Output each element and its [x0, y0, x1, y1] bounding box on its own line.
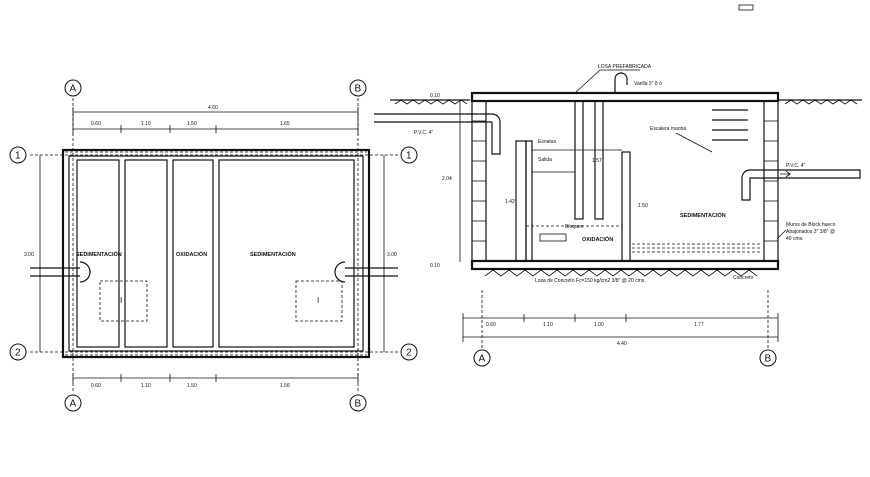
section-bottom-seg-1: 0.60 — [486, 322, 496, 328]
svg-text:2: 2 — [406, 348, 412, 359]
label-bloqueo: Bloqueo — [565, 224, 584, 230]
label-losa-prefabricada: LOSA PREFABRICADA — [598, 64, 652, 70]
label-escalera: Escalera marina — [650, 126, 686, 132]
svg-text:B: B — [355, 399, 362, 410]
plan-bottom-seg-1: 0.60 — [91, 383, 101, 389]
svg-text:A: A — [479, 354, 486, 365]
grid-bubble-a-top: A — [64, 79, 82, 97]
corner-mark — [738, 4, 754, 11]
manhole-left — [99, 280, 148, 322]
grid-bubble-b-top: B — [349, 79, 367, 97]
label-salida: Salida — [538, 157, 552, 163]
manhole-mark-left: I — [120, 296, 122, 305]
plan-label-oxidacion: OXIDACIÓN — [176, 250, 207, 258]
label-oxidacion: OXIDACIÓN — [582, 235, 613, 243]
plan-top-total: 4.60 — [208, 105, 218, 111]
plan-bottom-seg-2: 1.10 — [141, 383, 151, 389]
label-muro-note-1: Muros de Block hueco — [786, 222, 836, 228]
grid-bubble-a-bottom: A — [64, 394, 82, 412]
label-esnatas: Esnatas — [538, 139, 557, 145]
label-pvc-right: P.V.C. 4" — [786, 163, 806, 169]
svg-text:A: A — [70, 399, 77, 410]
svg-text:A: A — [70, 84, 77, 95]
label-h150: 1.50 — [638, 203, 648, 209]
manhole-mark-right: I — [317, 296, 319, 305]
label-concreto: Concreto — [733, 275, 754, 281]
label-pvc-left: P.V.C. 4" — [414, 130, 434, 136]
plan-right-height: 3.00 — [387, 252, 397, 258]
plan-left-height: 3.00 — [24, 252, 34, 258]
plan-label-sedimentacion-1: SEDIMENTACIÓN — [76, 250, 122, 258]
grid-bubble-2-left: 2 — [9, 343, 27, 361]
grid-bubble-b-bottom: B — [349, 394, 367, 412]
section-bottom-seg-2: 1.10 — [543, 322, 553, 328]
label-height-left: 2.04 — [442, 176, 452, 182]
plan-top-seg-4: 1.65 — [280, 121, 290, 127]
label-h157: 1.57 — [592, 158, 602, 164]
plan-top-seg-1: 0.60 — [91, 121, 101, 127]
label-level-bottom: 0.10 — [430, 263, 440, 269]
label-losa-fondo: Losa de Concreto Fc=150 kg/cm2 3/8" @ 20… — [535, 278, 646, 284]
svg-text:1: 1 — [15, 151, 21, 162]
section-bottom-total: 4.40 — [617, 341, 627, 347]
label-sedimentacion: SEDIMENTACIÓN — [680, 211, 726, 219]
grid-bubble-2-right: 2 — [400, 343, 418, 361]
plan-bottom-seg-4: 1.56 — [280, 383, 290, 389]
svg-text:2: 2 — [15, 348, 21, 359]
svg-text:1: 1 — [406, 151, 412, 162]
section-bottom-seg-4: 1.77 — [694, 322, 704, 328]
label-level-top: 0.10 — [430, 93, 440, 99]
manhole-right — [295, 280, 343, 322]
svg-text:B: B — [765, 354, 772, 365]
grid-bubble-a-section: A — [473, 349, 491, 367]
plan-view: I I SEDIMENTACIÓN OXIDACIÓN SEDIMENTACIÓ… — [9, 79, 418, 412]
grid-bubble-1-left: 1 — [9, 146, 27, 164]
label-muro-note-2: Abajonados 3" 3/8" @ — [786, 229, 835, 235]
label-muro-note-3: 40 cms. — [786, 236, 804, 242]
plan-label-sedimentacion-2: SEDIMENTACIÓN — [250, 250, 296, 258]
label-varilla: Varilla 3" 8 ó — [634, 81, 662, 87]
grid-bubble-b-section: B — [759, 349, 777, 367]
svg-text:B: B — [355, 84, 362, 95]
section-bottom-seg-3: 1.00 — [594, 322, 604, 328]
plan-bottom-seg-3: 1.50 — [187, 383, 197, 389]
plan-top-seg-2: 1.10 — [141, 121, 151, 127]
grid-bubble-1-right: 1 — [400, 146, 418, 164]
section-view: LOSA PREFABRICADA Varilla 3" 8 ó 0.10 P.… — [374, 64, 862, 367]
ladder-rungs — [712, 109, 748, 141]
label-h142: 1.42 — [505, 199, 515, 205]
plan-top-seg-3: 1.50 — [187, 121, 197, 127]
